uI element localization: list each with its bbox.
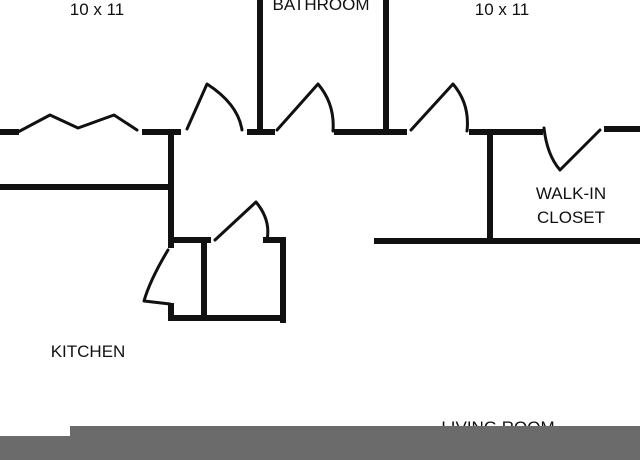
bathroom-label: BATHROOM [273,0,370,14]
walk-in-closet-label-line1: WALK-IN [536,184,606,203]
bottom-overlay-band [0,426,640,460]
door-coat-closet [213,200,270,242]
door-bathroom [275,82,335,133]
door-bedroom-left [185,82,244,132]
bedroom-right-size-label: 10 x 11 [475,0,530,19]
bottom-band-edge [0,426,70,436]
walls [0,0,640,323]
door-pantry [142,248,172,306]
door-bedroom-right [409,82,469,133]
bedroom-left-size-label: 10 x 11 [70,0,125,19]
openings [16,82,602,306]
door-walk-in-closet [542,126,602,172]
window-left-zigzag [16,113,139,134]
kitchen-label: KITCHEN [51,342,126,361]
walk-in-closet-label-line2: CLOSET [537,208,605,227]
